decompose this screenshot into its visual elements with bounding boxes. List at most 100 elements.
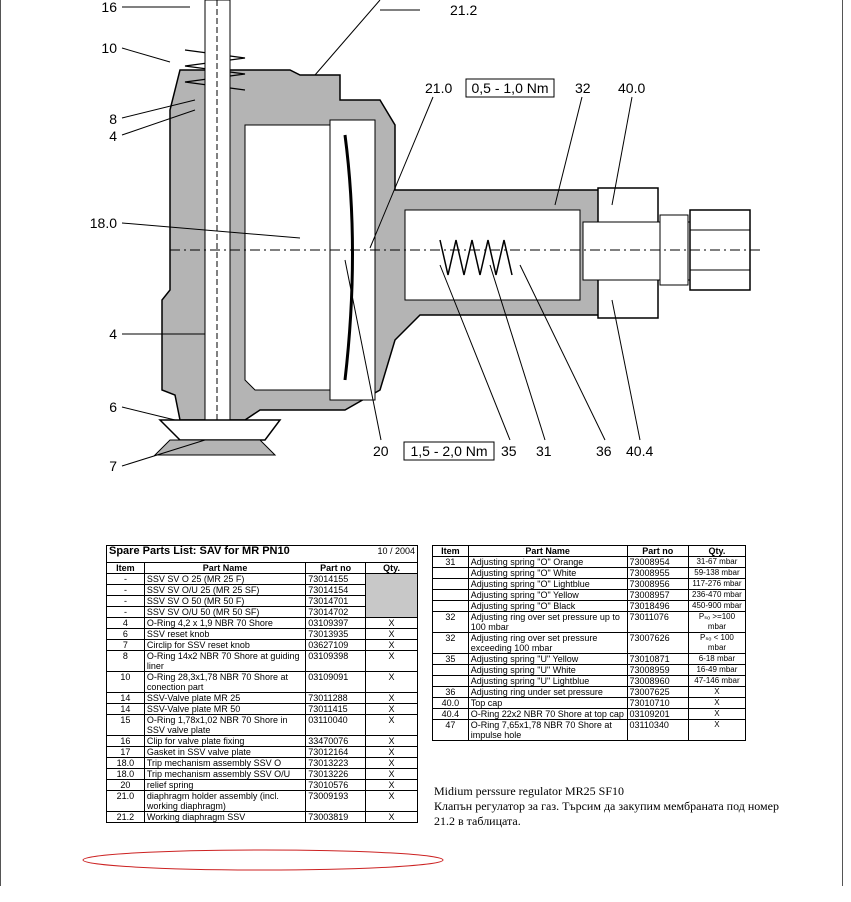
reset-knob-base [158,419,282,441]
cell-qty: X [687,686,747,698]
label-7: 7 [109,458,117,474]
cell-partno: 73010871 [626,653,689,665]
cell-name: relief spring [143,779,307,791]
cell-item: 21.2 [106,811,145,823]
cell-qty: X [365,779,418,791]
cell-qty: X [365,768,418,780]
cell-partno: 73012164 [305,746,367,758]
cell-name: SSV SV O/U 25 (MR 25 SF) [143,584,307,596]
cell-name: diaphragm holder assembly (incl. working… [143,790,307,812]
cell-qty: 236-470 mbar [687,589,747,601]
cell-partno: 73008955 [626,567,689,579]
cell-name: O-Ring 1,78x1,02 NBR 70 Shore in SSV val… [143,714,307,736]
header-partno: Part no [305,562,367,574]
cell-item: 40.4 [432,708,469,720]
cell-name: SSV SV O/U 50 (MR 50 SF) [143,606,307,618]
cell-name: Top cap [467,697,628,709]
cell-partno: 73014701 [305,595,367,607]
cell-qty: X [687,697,747,709]
cell-item [432,589,469,601]
torque-box-top [465,78,555,98]
cell-qty: X [365,639,418,651]
cell-item: 32 [432,611,469,633]
label-36: 36 [596,443,612,459]
cell-item: - [106,584,145,596]
cell-name: Adjusting ring over set pressure exceedi… [467,632,628,654]
cell-name: O-Ring 22x2 NBR 70 Shore at top cap [467,708,628,720]
cell-item: 4 [106,617,145,629]
cell-item: 31 [432,556,469,568]
leader-lines [121,0,641,467]
cell-item: 17 [106,746,145,758]
cell-partno: 73010576 [305,779,367,791]
cell-name: Adjusting spring "O" Black [467,600,628,612]
cell-partno: 73007625 [626,686,689,698]
cell-partno: 73010710 [626,697,689,709]
cell-item: - [106,606,145,618]
label-6: 6 [109,399,117,415]
cell-name: SSV SV O 25 (MR 25 F) [143,573,307,585]
cell-item [432,567,469,579]
cell-qty: X [365,617,418,629]
cell-name: Circlip for SSV reset knob [143,639,307,651]
cell-item: - [106,573,145,585]
table-title: Spare Parts List: SAV for MR PN10 [105,545,366,563]
page-right-border [842,0,843,886]
cell-item: 7 [106,639,145,651]
note-line-1: Midium perssure regulator MR25 SF10 [434,784,624,798]
cell-partno: 73014154 [305,584,367,596]
cell-partno: 03627109 [305,639,367,651]
note-line-2: Клапън регулатор за газ. Търсим да закуп… [434,799,779,813]
cell-name: Adjusting ring under set pressure [467,686,628,698]
cell-qty-grey [365,573,418,618]
cell-item: 40.0 [432,697,469,709]
cell-name: O-Ring 14x2 NBR 70 Shore at guiding line… [143,650,307,672]
cell-name: Trip mechanism assembly SSV O/U [143,768,307,780]
cell-qty: X [365,790,418,812]
cell-item: 21.0 [106,790,145,812]
cell-name: Working diaphragm SSV [143,811,307,823]
cell-name: Adjusting spring "U" White [467,664,628,676]
cell-partno: 03109398 [305,650,367,672]
cell-qty: X [365,714,418,736]
cell-partno: 03109201 [626,708,689,720]
cell-name: Adjusting spring "O" Orange [467,556,628,568]
cell-partno: 33470076 [305,735,367,747]
cell-item: 32 [432,632,469,654]
cell-qty: X [365,811,418,823]
cell-partno: 73003819 [305,811,367,823]
cell-item: 15 [106,714,145,736]
cell-name: Gasket in SSV valve plate [143,746,307,758]
label-18: 18.0 [90,215,117,231]
cell-name: O-Ring 7,65x1,78 NBR 70 Shore at impulse… [467,719,628,741]
cell-item: 14 [106,703,145,715]
spring-housing [404,209,581,301]
header-name: Part Name [143,562,307,574]
cell-partno: 73011415 [305,703,367,715]
label-20: 20 [373,443,389,459]
cell-item: 20 [106,779,145,791]
cell-qty: X [687,719,747,741]
cell-name: SSV-Valve plate MR 25 [143,692,307,704]
cell-partno: 73013935 [305,628,367,640]
label-40: 40.0 [618,80,645,96]
header-qty: Qty. [687,545,747,557]
cell-item: 6 [106,628,145,640]
cell-qty: X [365,692,418,704]
table-row: -SSV SV O/U 50 (MR 50 SF)73014702 [106,606,418,618]
highlight-ellipse [82,849,444,871]
cell-qty: Pₛₒ < 100 mbar [687,632,747,654]
